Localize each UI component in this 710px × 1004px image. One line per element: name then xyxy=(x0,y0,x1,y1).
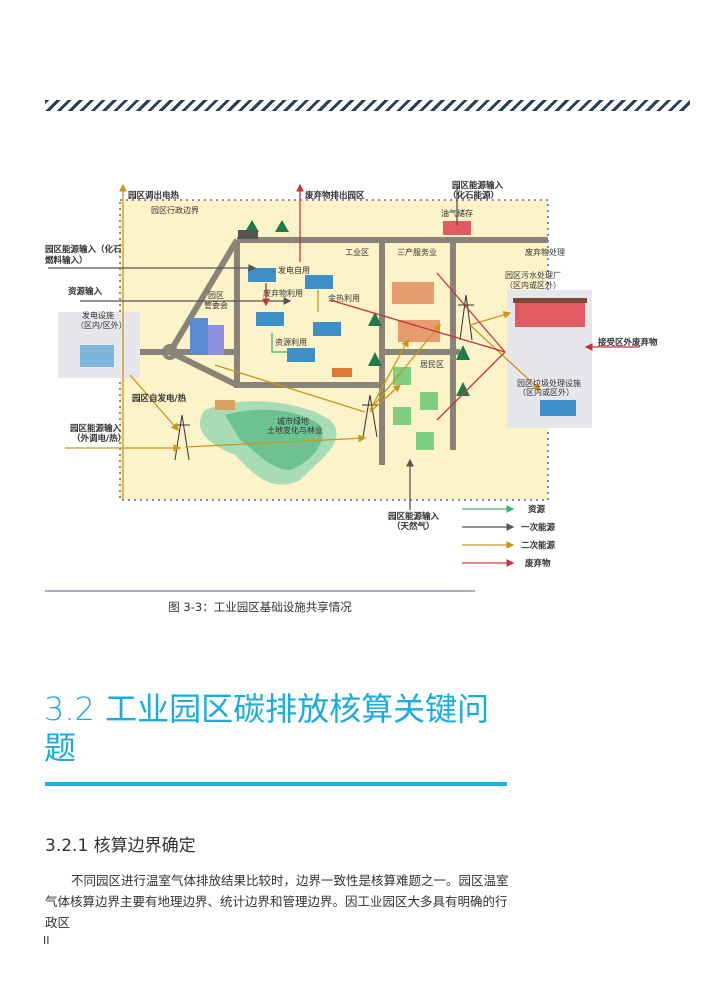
legend-resource: 资源 xyxy=(528,504,546,515)
label-green-2: 土地变化与林业 xyxy=(267,425,323,435)
subsection-heading: 3.2.1 核算边界确定 xyxy=(45,836,196,856)
label-waste-out: 废弃物排出园区 xyxy=(305,190,365,201)
label-waste-treatment: 废弃物处理 xyxy=(525,247,565,257)
label-fossil-input-1: 园区能源输入 xyxy=(452,180,504,191)
label-sewage-plant-1: 园区污水处理厂 xyxy=(505,270,561,280)
label-committee-1: 园区 xyxy=(208,291,224,300)
label-power-facility-2: （区内/区外） xyxy=(76,320,127,330)
label-oil-gas-storage: 油气储存 xyxy=(441,208,473,218)
label-self-generated: 园区自发电/热 xyxy=(132,393,187,404)
label-waste-heat: 余热利用 xyxy=(328,293,360,303)
label-self-use-power: 发电自用 xyxy=(278,265,310,275)
label-power-facility-1: 发电设施 xyxy=(82,310,114,320)
label-grid-input-2: （外调电/热） xyxy=(72,433,126,444)
page-number: II xyxy=(43,934,50,947)
label-tertiary-services: 三产服务业 xyxy=(397,247,437,257)
label-fossil-input-2: （化石能源） xyxy=(448,190,499,201)
office-buildings xyxy=(190,282,587,355)
roads xyxy=(140,237,548,465)
label-fossil-fuel-input-1: 园区能源输入（化石 xyxy=(45,244,122,255)
label-sewage-plant-2: （区内或区外） xyxy=(505,280,561,290)
label-residential: 居民区 xyxy=(420,360,444,369)
label-gas-input-2: （天然气） xyxy=(392,521,435,532)
oil-gas-storage-icon xyxy=(443,221,471,235)
decorative-hatch-bar xyxy=(45,100,690,111)
label-garbage-facility-2: （区内或区外） xyxy=(518,387,574,397)
trees xyxy=(245,220,470,396)
label-industrial-zone: 工业区 xyxy=(345,247,369,257)
label-green-1: 城市绿地 xyxy=(277,416,309,426)
houses xyxy=(393,367,438,450)
label-waste-utilization: 废弃物利用 xyxy=(263,288,303,298)
label-external-waste: 接受区外废弃物 xyxy=(598,337,658,348)
tanker-icon xyxy=(332,368,352,377)
figure-caption: 图 3-3：工业园区基础设施共享情况 xyxy=(168,600,352,614)
label-fossil-fuel-input-2: 燃料输入） xyxy=(45,255,88,266)
label-resource-utilization: 资源利用 xyxy=(275,337,307,347)
label-garbage-facility-1: 园区垃圾处理设施 xyxy=(517,378,581,388)
bench-icon xyxy=(215,400,235,410)
label-gas-input-1: 园区能源输入 xyxy=(388,511,440,522)
label-committee-2: 管委会 xyxy=(204,300,228,310)
infrastructure-sharing-diagram: 园区调出电热 废弃物排出园区 园区行政边界 园区能源输入（化石 燃料输入） 资源… xyxy=(45,180,658,569)
label-admin-boundary: 园区行政边界 xyxy=(151,205,199,215)
legend-secondary-energy: 二次能源 xyxy=(521,540,556,551)
label-grid-input-1: 园区能源输入 xyxy=(70,423,122,434)
factory-icons xyxy=(80,268,576,416)
pylon-icons xyxy=(174,294,474,461)
body-paragraph: 不同园区进行温室气体排放结果比较时，边界一致性是核算难题之一。园区温室气体核算边… xyxy=(45,873,509,930)
legend-primary-energy: 一次能源 xyxy=(521,522,556,533)
heading-underline xyxy=(45,782,507,786)
legend: 资源 一次能源 二次能源 废弃物 xyxy=(462,504,556,569)
truck-icon xyxy=(238,230,258,239)
section-heading: 3.2 工业园区碳排放核算关键问题 xyxy=(44,690,490,767)
label-resource-input: 资源输入 xyxy=(68,286,103,297)
label-export-power-heat: 园区调出电热 xyxy=(128,190,180,201)
legend-waste: 废弃物 xyxy=(525,558,551,569)
caption-divider xyxy=(45,590,475,592)
